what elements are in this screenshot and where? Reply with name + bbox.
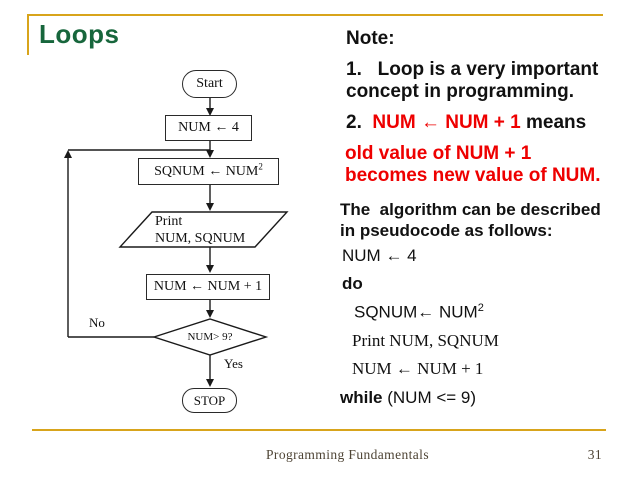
note-red-explanation: old value of NUM + 1 becomes new value o…	[345, 143, 601, 187]
note-item2-highlight: NUM ← NUM + 1	[372, 112, 521, 133]
print-parallelogram-shape	[118, 211, 289, 248]
note-red-line2: becomes new value of NUM.	[345, 165, 601, 186]
flowchart-stop-terminator: STOP	[182, 388, 237, 413]
footer-course-title: Programming Fundamentals	[266, 447, 429, 462]
note-item-2: 2. NUM ← NUM + 1 means	[346, 112, 586, 134]
assign2-base: SQNUM ← NUM	[154, 163, 259, 179]
flowchart-yes-label: Yes	[224, 356, 243, 371]
pseudocode-sqnum-superscript: 2	[477, 302, 484, 314]
flowchart-assign1-box: NUM ← 4	[165, 115, 252, 141]
pseudocode-line-print: Print NUM, SQNUM	[352, 331, 499, 350]
arrowhead-into-assign1	[206, 108, 214, 116]
arrowhead-into-assign2	[206, 150, 214, 158]
print-line1: Print	[155, 214, 183, 229]
arrowhead-into-stop	[206, 379, 214, 387]
assign2-superscript: 2	[258, 160, 263, 171]
flowchart-assign3-box: NUM ← NUM + 1	[146, 274, 270, 300]
footer-accent-line	[32, 429, 606, 431]
top-accent-line	[27, 14, 603, 16]
note-red-line1: old value of NUM + 1	[345, 143, 532, 164]
footer-page-number: 31	[587, 447, 602, 462]
pseudocode-while-condition: (NUM <= 9)	[382, 388, 477, 407]
assign2-label: SQNUM ← NUM2	[154, 160, 263, 180]
flowchart-start-terminator: Start	[182, 70, 237, 98]
assign1-label: NUM ← 4	[178, 120, 239, 135]
flowchart-no-label: No	[89, 315, 105, 330]
stop-label: STOP	[193, 392, 226, 408]
pseudocode-line-sqnum: SQNUM← NUM2	[354, 302, 484, 323]
note-item2-rest: means	[520, 112, 587, 133]
print-line2: NUM, SQNUM	[155, 231, 246, 246]
pseudocode-line-increment: NUM ← NUM + 1	[352, 359, 484, 378]
flowchart-print-label: Print NUM, SQNUM	[155, 213, 245, 247]
start-label: Start	[196, 76, 223, 91]
pseudocode-line-do: do	[342, 274, 363, 293]
pseudocode-intro: The algorithm can be described in pseudo…	[340, 199, 601, 241]
arrowhead-loop-up	[64, 150, 72, 158]
note-item2-number: 2.	[346, 112, 373, 133]
assign3-label: NUM ← NUM + 1	[153, 279, 263, 294]
arrowhead-into-assign3	[206, 265, 214, 273]
note-item1-line2: concept in programming.	[346, 81, 575, 102]
note-item-1: 1. Loop is a very important concept in p…	[346, 59, 598, 103]
arrowhead-into-print	[206, 203, 214, 211]
pseudocode-line-while: while (NUM <= 9)	[340, 388, 476, 408]
pseudocode-intro-line1: The algorithm can be described	[340, 200, 601, 219]
left-accent-line	[27, 14, 29, 55]
arrowhead-into-decision	[206, 310, 214, 318]
note-heading: Note:	[346, 28, 395, 49]
page-title: Loops	[39, 19, 120, 49]
note-item1-line1: 1. Loop is a very important	[346, 59, 599, 80]
flowchart-condition-label: NUM> 9?	[187, 331, 233, 343]
decision-diamond-shape	[151, 318, 269, 356]
pseudocode-intro-line2: in pseudocode as follows:	[340, 221, 553, 240]
pseudocode-while-keyword: while	[340, 388, 383, 407]
flowchart-assign2-box: SQNUM ← NUM2	[138, 158, 279, 185]
pseudocode-sqnum-base: SQNUM← NUM	[354, 302, 478, 322]
pseudocode-line-num4: NUM ← 4	[342, 246, 417, 265]
